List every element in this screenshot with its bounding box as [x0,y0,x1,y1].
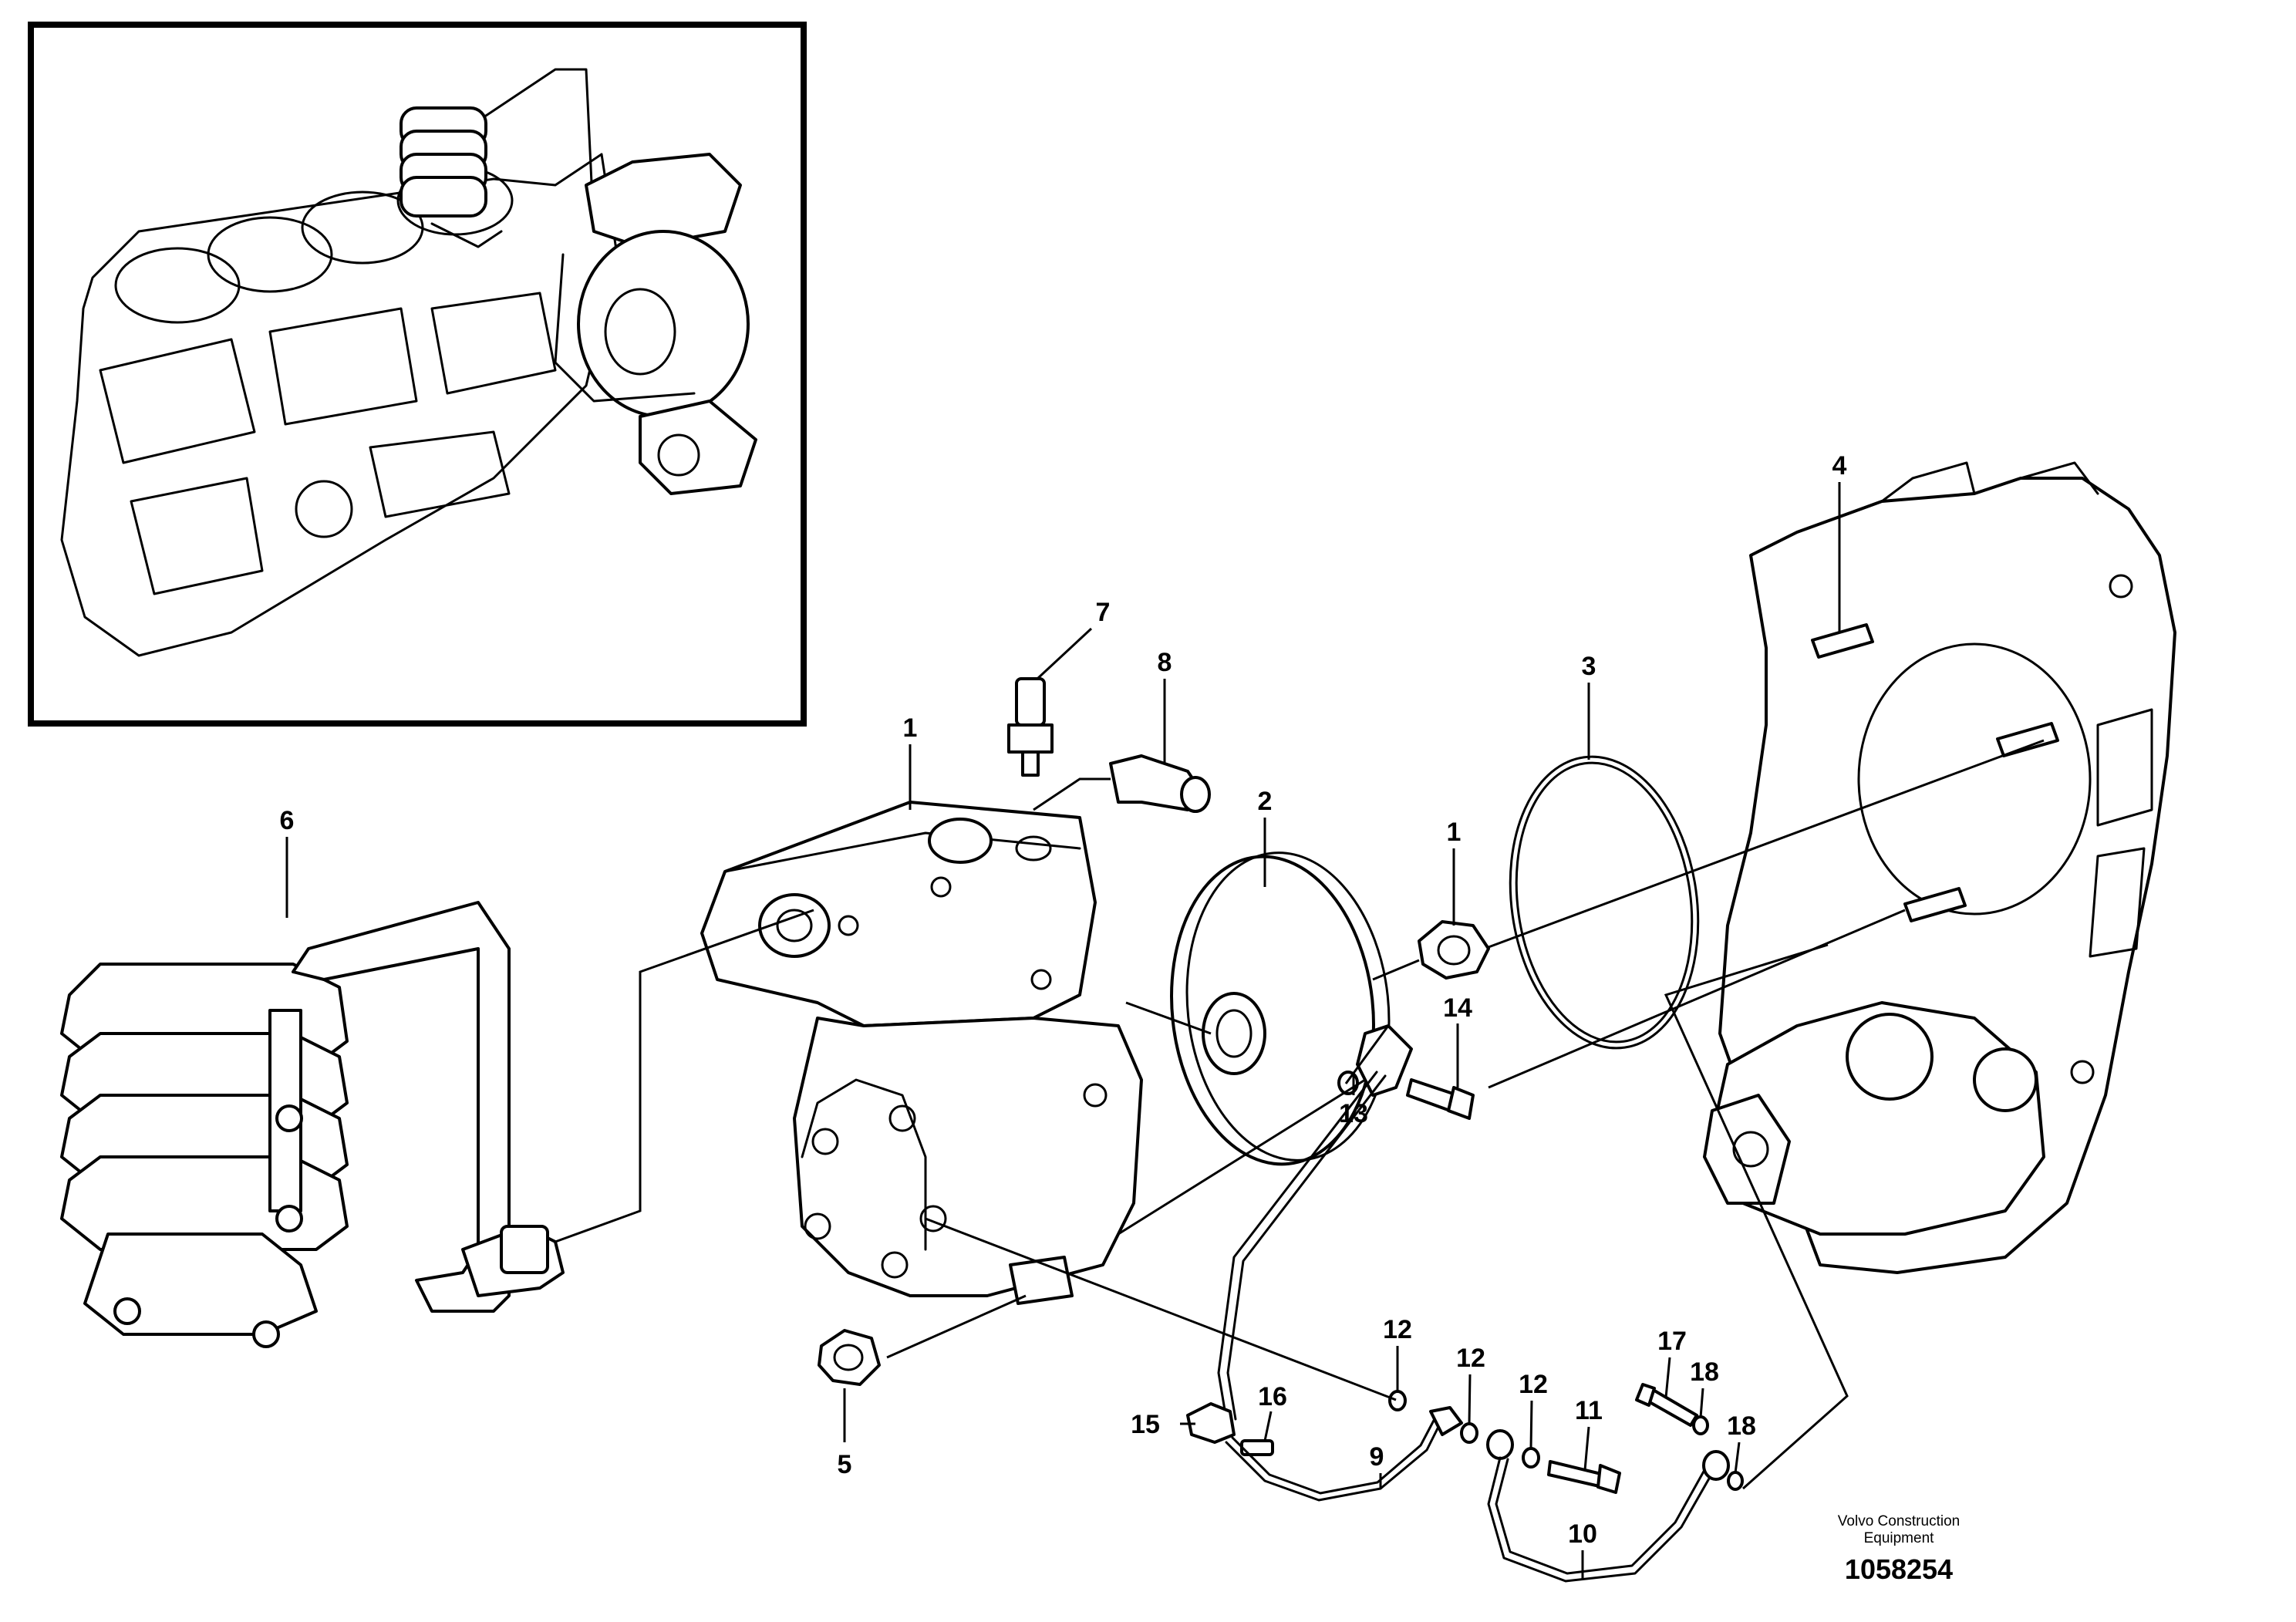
hose-9 [1225,1406,1463,1502]
callout-5: 5 [838,1450,852,1479]
callout-labels: 4 3 2 1 1 7 8 6 5 13 14 15 16 12 12 12 1… [280,451,1847,1549]
hose-10 [1487,1450,1730,1583]
document-number: 1058254 [1844,1553,1954,1585]
inset-compressor [554,153,757,495]
callout-13: 13 [1339,1099,1368,1128]
inset-overview [28,22,807,727]
engine-timing-housing [1703,461,2176,1274]
bolt-17 [1635,1383,1698,1427]
callout-7: 7 [1096,598,1111,627]
callout-12-b: 12 [1456,1344,1485,1373]
stud-4 [1811,623,2059,922]
callout-16: 16 [1258,1382,1287,1411]
callout-18-a: 18 [1690,1357,1719,1387]
banjo-bolt-11 [1547,1460,1621,1494]
washers-18 [1692,1415,1744,1491]
drive-nut-1 [1418,920,1490,980]
o-ring-3 [1509,755,1700,1050]
callout-6: 6 [280,806,295,835]
washers-12 [1388,1390,1540,1469]
callout-18-b: 18 [1727,1411,1756,1441]
callout-4: 4 [1832,451,1847,481]
callout-3: 3 [1582,652,1596,681]
nut-5 [818,1329,881,1386]
callout-1-compressor: 1 [903,713,918,743]
callout-2: 2 [1258,787,1273,816]
callout-leaders [285,482,1841,1580]
elbow-fitting-8 [1109,754,1211,813]
callout-9: 9 [1370,1442,1384,1472]
bolt-14 [1406,1078,1475,1120]
callout-1-nut: 1 [1447,818,1462,847]
air-compressor-1 [700,677,1211,1305]
callout-10: 10 [1568,1519,1597,1549]
callout-11: 11 [1575,1396,1603,1425]
callout-12-a: 12 [1383,1315,1412,1344]
callout-17: 17 [1657,1327,1687,1356]
publisher-credit-line2: Equipment [1863,1530,1934,1546]
fitting-7 [1007,677,1054,777]
callout-15: 15 [1131,1410,1160,1439]
publisher-credit-line1: Volvo Construction [1837,1513,1961,1529]
clamp-15 [1186,1402,1236,1444]
callout-14: 14 [1443,993,1472,1023]
banjo-fitting [1486,1429,1514,1460]
callout-8: 8 [1158,648,1172,677]
cooling-coil-6 [60,901,565,1348]
callout-12-c: 12 [1519,1370,1548,1399]
inset-cooling-coil [400,68,595,248]
assembly-leaders [555,739,2045,1490]
publisher-credit: Volvo Construction Equipment [1745,1513,2053,1547]
